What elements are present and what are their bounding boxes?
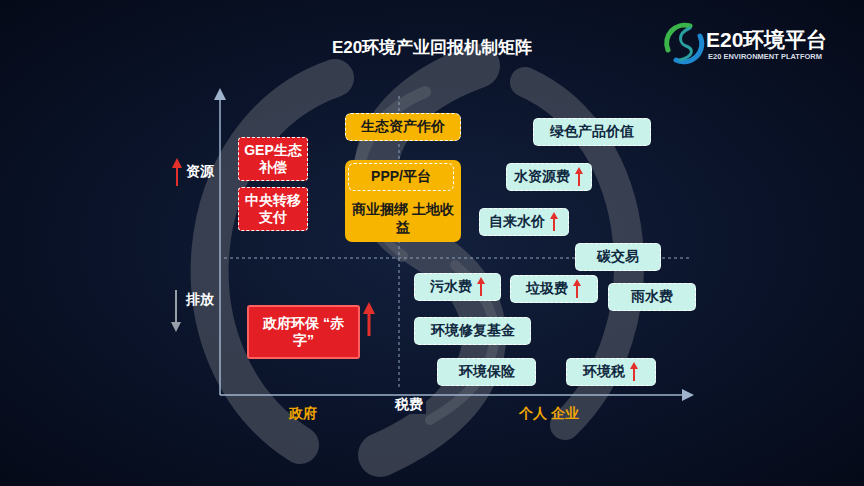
axis-arrows (171, 158, 182, 332)
logo-subtitle: E20 ENVIRONMENT PLATFORM (708, 52, 822, 61)
market-box: 自来水价 (479, 208, 569, 236)
increase-arrow (629, 362, 639, 382)
market-box: 环境税 (566, 358, 656, 386)
increase-arrow (574, 167, 584, 187)
box-label: 环境保险 (459, 363, 515, 381)
market-box: 绿色产品价值 (533, 118, 651, 146)
logo-text: E20环境平台 (706, 26, 827, 54)
bundle-box: 商业捆绑 土地收益 PPP/平台 (345, 160, 461, 242)
box-label: 环境税 (583, 363, 625, 381)
government-box: 中央转移 支付 (238, 187, 308, 231)
deficit-arrow (363, 302, 375, 336)
axis-label: 资源 (186, 163, 214, 181)
logo-icon (667, 25, 702, 62)
box-label: 政府环保 “赤字” (253, 315, 354, 350)
government-box: GEP生态 补偿 (238, 137, 308, 181)
box-label: 环境修复基金 (431, 322, 515, 340)
box-label: 生态资产作价 (361, 118, 445, 136)
box-label: PPP/平台 (371, 168, 431, 186)
increase-arrow (549, 212, 559, 232)
market-box: 垃圾费 (510, 275, 598, 303)
box-label: GEP生态 补偿 (243, 142, 303, 177)
axes (214, 88, 694, 401)
box-label: 中央转移 支付 (243, 192, 303, 227)
market-box: 碳交易 (575, 243, 661, 271)
market-box: 雨水费 (608, 283, 696, 311)
box-label: 垃圾费 (526, 280, 568, 298)
government-box: 政府环保 “赤字” (247, 305, 360, 359)
axis-label: 税费 (392, 396, 426, 414)
box-label: 商业捆绑 土地收益 (349, 201, 457, 236)
increase-arrow (476, 277, 486, 297)
platform-box: PPP/平台 (348, 163, 454, 191)
box-label: 绿色产品价值 (550, 123, 634, 141)
market-box: 污水费 (414, 273, 501, 301)
market-box: 环境修复基金 (414, 317, 531, 345)
axis-label: 个人 企业 (519, 405, 579, 423)
market-box: 环境保险 (437, 358, 536, 386)
box-label: 雨水费 (631, 288, 673, 306)
quadrant-dividers (224, 96, 692, 390)
increase-arrow (572, 279, 582, 299)
box-label: 自来水价 (489, 213, 545, 231)
axis-label: 政府 (289, 405, 317, 423)
platform-box: 生态资产作价 (345, 113, 461, 141)
box-label: 水资源费 (514, 168, 570, 186)
box-label: 污水费 (430, 278, 472, 296)
axis-label: 排放 (186, 291, 214, 309)
box-label: 碳交易 (597, 248, 639, 266)
market-box: 水资源费 (506, 163, 592, 191)
